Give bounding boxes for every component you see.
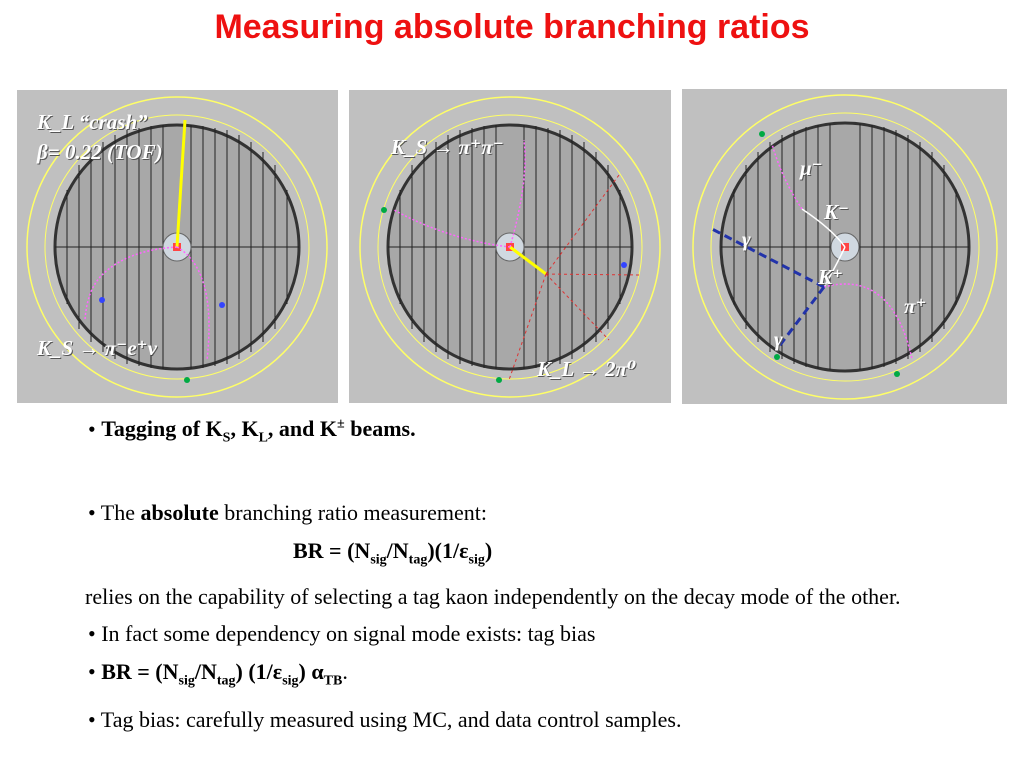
detector-drawing (26, 96, 328, 398)
bullet-tag-bias-measured: • Tag bias: carefully measured using MC,… (88, 706, 682, 732)
bullet-list: • Tagging of KS, KL, and K± beams. • The… (85, 406, 988, 739)
ks-semileptonic-label: K_S → π⁻e⁺ν (37, 336, 157, 360)
bullet-absolute: • The absolute branching ratio measureme… (88, 499, 487, 525)
k-minus-label: K⁻ (824, 200, 850, 224)
event-display-kl-crash: K_L “crash” β= 0.22 (TOF) K_S → π⁻e⁺ν (17, 90, 338, 403)
k-plus-label: K⁺ (818, 265, 844, 289)
kl-crash-label: K_L “crash” (37, 110, 148, 134)
pi-plus-label: π⁺ (904, 294, 927, 318)
bullet-br-tagbias: • BR = (Nsig/Ntag) (1/εsig) αTB. (88, 659, 348, 689)
detector-drawing (692, 94, 998, 400)
event-display-ks-pipi: K_S → π⁺π⁻ K_L → 2π⁰ (349, 90, 671, 403)
bullet-dependency: • In fact some dependency on signal mode… (88, 621, 596, 647)
br-formula: BR = (Nsig/Ntag)(1/εsig) (293, 537, 493, 568)
mu-minus-label: μ⁻ (800, 156, 823, 180)
capability-text: relies on the capability of selecting a … (85, 584, 901, 610)
beta-tof-label: β= 0.22 (TOF) (37, 140, 163, 164)
detector-drawing (359, 96, 661, 398)
gamma-lower-label: γ (774, 327, 783, 351)
bullet-tagging: • Tagging of KS, KL, and K± beams. (88, 416, 416, 446)
event-display-charged-kaons: μ⁻ K⁻ γ K⁺ π⁺ γ (682, 89, 1007, 404)
gamma-upper-label: γ (742, 227, 751, 251)
ks-pipi-label: K_S → π⁺π⁻ (391, 135, 504, 159)
page-title: Measuring absolute branching ratios (214, 8, 810, 46)
kl-2pi0-label: K_L → 2π⁰ (537, 357, 637, 381)
